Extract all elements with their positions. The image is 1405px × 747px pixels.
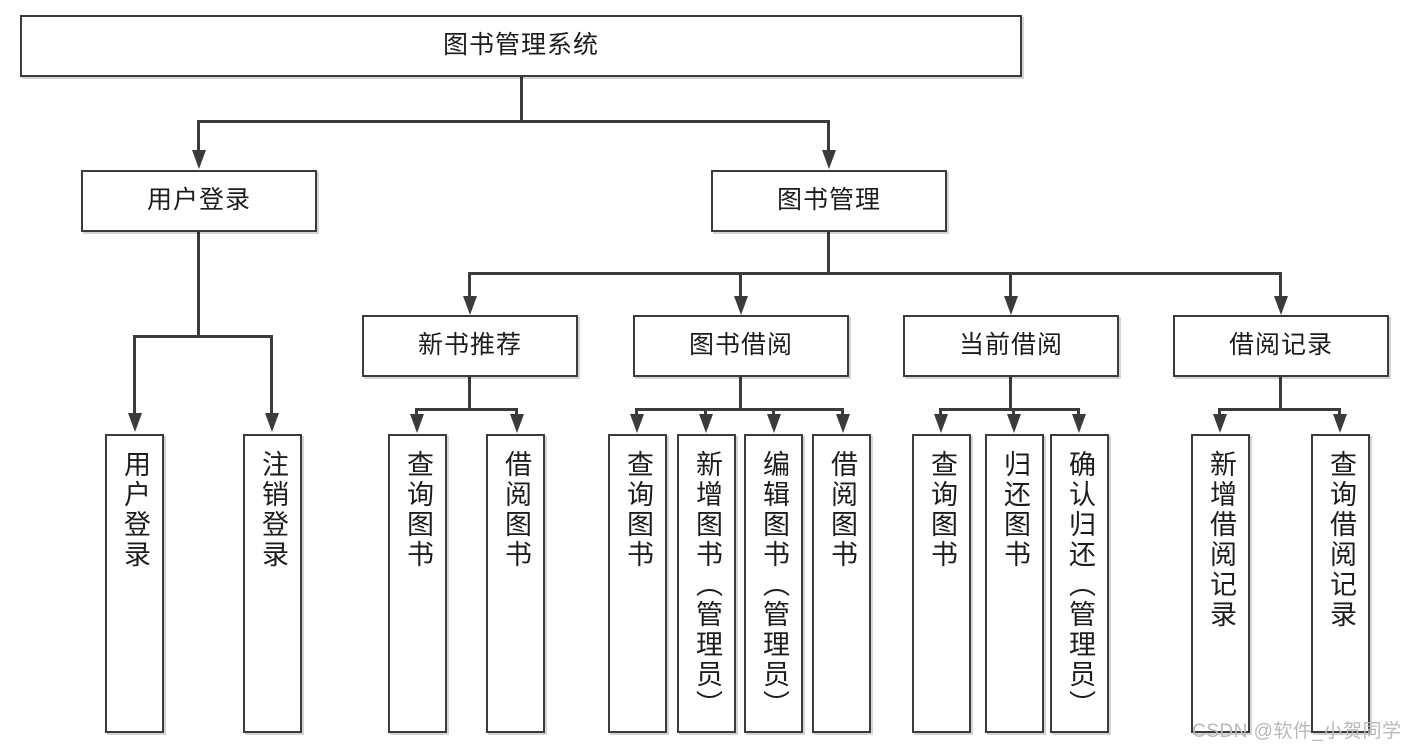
node-leaf-borrow-book-1-label: 借阅图书 — [501, 450, 531, 570]
arrow-to-leaf-logout — [265, 413, 279, 432]
node-borrow-record[interactable]: 借阅记录 — [1173, 315, 1389, 377]
node-leaf-query-record[interactable]: 查询借阅记录 — [1311, 434, 1370, 733]
node-leaf-query-record-label: 查询借阅记录 — [1326, 450, 1356, 630]
connector-to-leaf-query-book-3 — [939, 408, 942, 418]
node-leaf-borrow-book-2-label: 借阅图书 — [827, 450, 857, 570]
connector-to-leaf-add-book — [704, 408, 707, 418]
arrow-to-user-login — [192, 150, 206, 169]
node-new-book-rec[interactable]: 新书推荐 — [362, 315, 578, 377]
node-root-label: 图书管理系统 — [442, 31, 599, 60]
connector-to-leaf-add-record — [1218, 408, 1221, 418]
node-leaf-query-book-3-label: 查询图书 — [927, 450, 957, 570]
arrow-to-new-book-rec — [463, 296, 477, 315]
node-book-borrow[interactable]: 图书借阅 — [633, 315, 849, 377]
connector-to-leaf-borrow-book-2 — [841, 408, 844, 418]
node-leaf-edit-book[interactable]: 编辑图书（管理员） — [744, 434, 803, 733]
connector-new-book-rec-trunk — [468, 377, 471, 410]
node-leaf-confirm-return[interactable]: 确认归还（管理员） — [1050, 434, 1109, 733]
connector-to-leaf-confirm-return — [1077, 408, 1080, 418]
connector-book-manage-trunk — [827, 232, 830, 274]
connector-user-login-trunk — [197, 232, 200, 337]
connector-to-leaf-borrow-book-1 — [515, 408, 518, 418]
connector-user-login-bar — [133, 335, 272, 338]
connector-book-borrow-bar — [635, 408, 843, 411]
connector-root-trunk — [520, 77, 523, 122]
node-leaf-add-record-label: 新增借阅记录 — [1206, 450, 1236, 630]
node-leaf-query-book-1-label: 查询图书 — [403, 450, 433, 570]
connector-new-book-rec-bar — [415, 408, 517, 411]
connector-to-new-book-rec — [468, 272, 471, 298]
connector-root-bar — [197, 120, 829, 123]
node-leaf-return-book[interactable]: 归还图书 — [985, 434, 1044, 733]
arrow-to-leaf-user-login — [128, 413, 142, 432]
node-leaf-logout-label: 注销登录 — [258, 450, 288, 570]
node-leaf-edit-book-label: 编辑图书（管理员） — [759, 450, 789, 720]
connector-root-to-user-login — [197, 120, 200, 152]
arrow-to-leaf-borrow-book-1 — [510, 414, 524, 433]
node-user-login[interactable]: 用户登录 — [81, 170, 317, 232]
arrow-to-leaf-query-book-3 — [934, 414, 948, 433]
connector-to-book-borrow — [739, 272, 742, 298]
arrow-to-leaf-return-book — [1007, 414, 1021, 433]
csdn-watermark: CSDN @软件_小贺同学 — [1192, 721, 1402, 742]
connector-borrow-record-trunk — [1279, 377, 1282, 410]
connector-borrow-record-bar — [1218, 408, 1340, 411]
connector-book-manage-bar — [468, 272, 1282, 275]
connector-to-leaf-query-book-2 — [635, 408, 638, 418]
node-leaf-user-login[interactable]: 用户登录 — [105, 434, 164, 733]
connector-current-borrow-bar — [939, 408, 1079, 411]
node-book-manage-label: 图书管理 — [776, 186, 881, 215]
connector-to-leaf-return-book — [1012, 408, 1015, 418]
node-leaf-query-book-2[interactable]: 查询图书 — [608, 434, 667, 733]
connector-to-leaf-user-login — [133, 335, 136, 415]
connector-to-leaf-query-book-1 — [415, 408, 418, 418]
node-borrow-record-label: 借阅记录 — [1228, 331, 1333, 360]
arrow-to-leaf-edit-book — [767, 414, 781, 433]
node-leaf-return-book-label: 归还图书 — [1000, 450, 1030, 570]
node-new-book-rec-label: 新书推荐 — [417, 331, 522, 360]
arrow-to-book-borrow — [734, 296, 748, 315]
arrow-to-leaf-borrow-book-2 — [836, 414, 850, 433]
arrow-to-leaf-query-book-1 — [410, 414, 424, 433]
connector-to-current-borrow — [1009, 272, 1012, 298]
node-leaf-add-record[interactable]: 新增借阅记录 — [1191, 434, 1250, 733]
node-leaf-user-login-label: 用户登录 — [120, 450, 150, 570]
arrow-to-book-manage — [822, 150, 836, 169]
connector-current-borrow-trunk — [1009, 377, 1012, 410]
arrow-to-current-borrow — [1004, 296, 1018, 315]
node-leaf-logout[interactable]: 注销登录 — [243, 434, 302, 733]
connector-to-leaf-query-record — [1338, 408, 1341, 418]
node-book-borrow-label: 图书借阅 — [688, 331, 793, 360]
node-leaf-query-book-3[interactable]: 查询图书 — [912, 434, 971, 733]
arrow-to-leaf-query-record — [1333, 414, 1347, 433]
arrow-to-leaf-query-book-2 — [630, 414, 644, 433]
node-leaf-add-book[interactable]: 新增图书（管理员） — [677, 434, 736, 733]
node-current-borrow-label: 当前借阅 — [958, 331, 1063, 360]
arrow-to-leaf-confirm-return — [1072, 414, 1086, 433]
connector-book-borrow-trunk — [739, 377, 742, 410]
node-leaf-add-book-label: 新增图书（管理员） — [692, 450, 722, 720]
connector-to-leaf-logout — [270, 335, 273, 415]
node-leaf-borrow-book-1[interactable]: 借阅图书 — [486, 434, 545, 733]
node-leaf-confirm-return-label: 确认归还（管理员） — [1065, 450, 1095, 720]
arrow-to-leaf-add-book — [699, 414, 713, 433]
node-root[interactable]: 图书管理系统 — [20, 15, 1022, 77]
connector-root-to-book-manage — [827, 120, 830, 152]
node-user-login-label: 用户登录 — [146, 186, 251, 215]
arrow-to-leaf-add-record — [1213, 414, 1227, 433]
node-book-manage[interactable]: 图书管理 — [711, 170, 947, 232]
node-leaf-query-book-1[interactable]: 查询图书 — [388, 434, 447, 733]
connector-to-borrow-record — [1279, 272, 1282, 298]
connector-to-leaf-edit-book — [772, 408, 775, 418]
node-leaf-borrow-book-2[interactable]: 借阅图书 — [812, 434, 871, 733]
node-current-borrow[interactable]: 当前借阅 — [903, 315, 1119, 377]
arrow-to-borrow-record — [1274, 296, 1288, 315]
node-leaf-query-book-2-label: 查询图书 — [623, 450, 653, 570]
